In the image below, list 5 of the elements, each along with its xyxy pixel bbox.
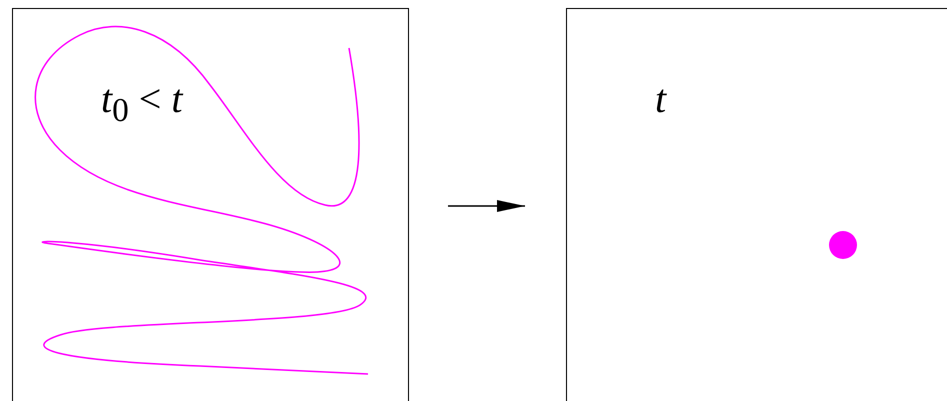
math-label: t	[655, 79, 666, 119]
panel-box	[12, 8, 409, 401]
arrow	[448, 200, 525, 212]
panel-box	[566, 8, 947, 401]
math-label: t$_{0}$ < t	[101, 79, 182, 128]
